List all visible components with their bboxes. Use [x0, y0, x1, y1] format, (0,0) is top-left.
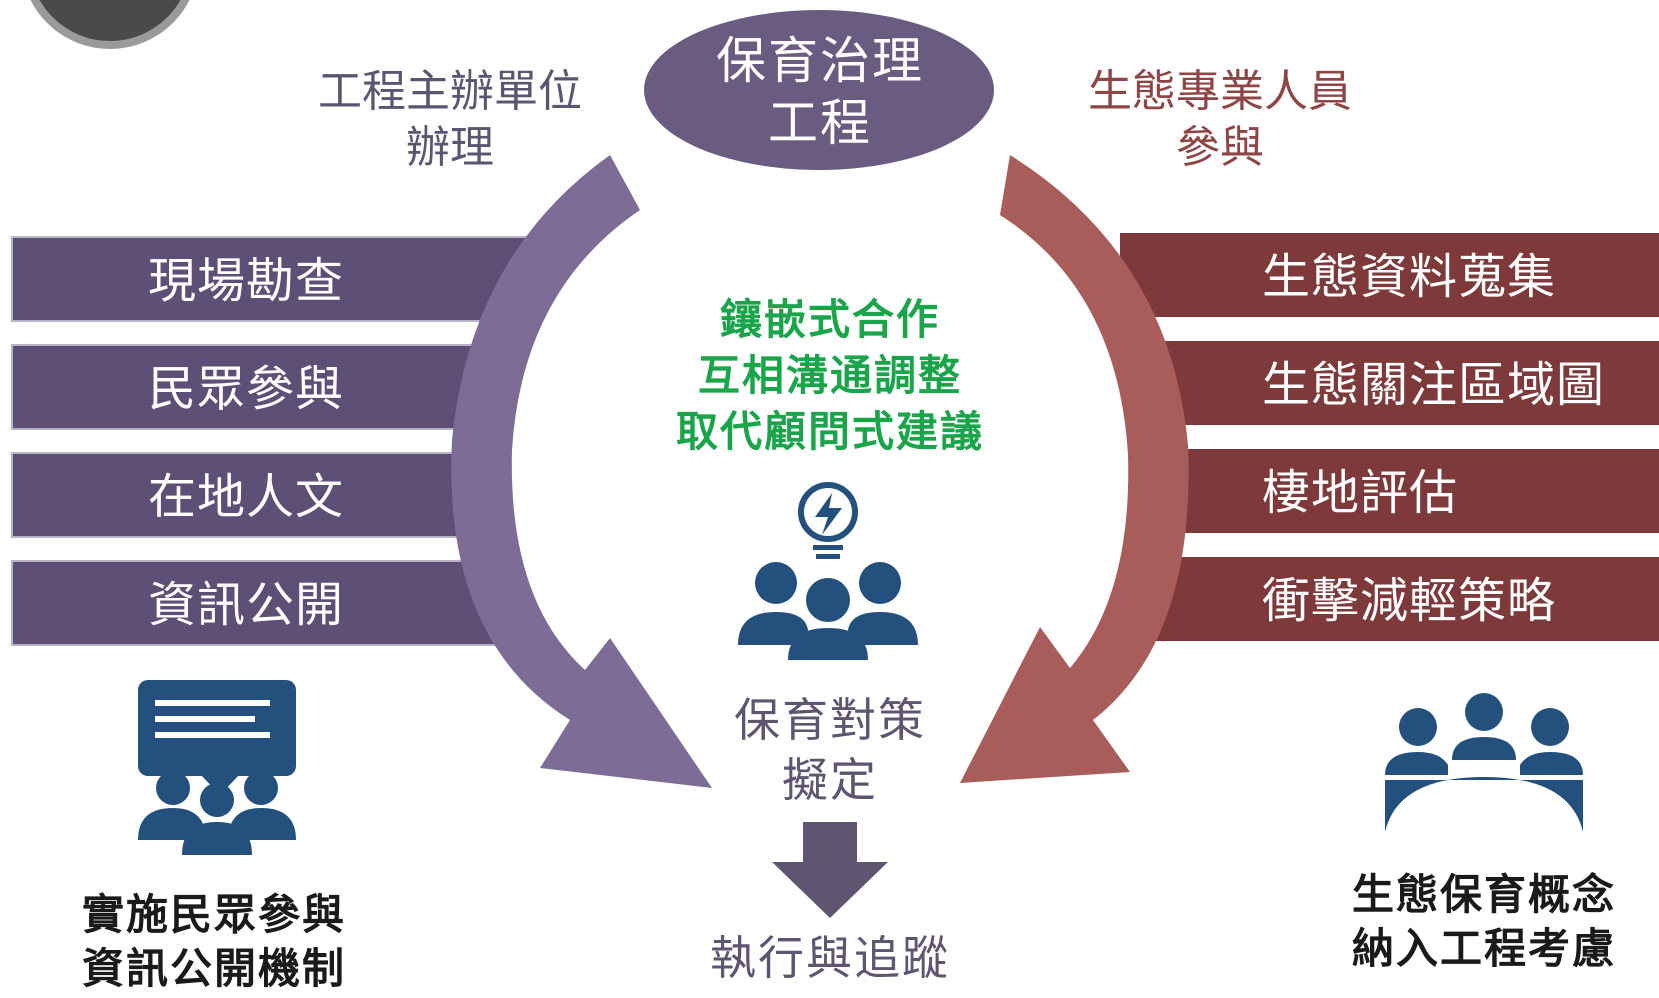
green-line-2: 互相溝通調整 [697, 351, 962, 400]
right-bar-2 [1140, 341, 1659, 425]
right-bar-1 [1120, 233, 1659, 317]
strategy-line1: 保育對策 [734, 693, 926, 747]
left-footer: 實施民眾參與 資訊公開機制 [82, 888, 346, 996]
center-title-line2: 工程 [768, 94, 872, 152]
corner-circle [30, 0, 190, 49]
center-ellipse [644, 10, 994, 170]
left-item-1: 現場勘查 [148, 253, 345, 309]
left-item-3: 在地人文 [148, 469, 345, 525]
right-footer-line2: 納入工程考慮 [1352, 924, 1617, 973]
lightbulb-team-icon [738, 482, 918, 660]
left-bars [11, 236, 533, 646]
strategy-label: 保育對策 擬定 [680, 690, 980, 810]
left-header: 工程主辦單位 辦理 [300, 64, 600, 176]
right-item-1: 生態資料蒐集 [1262, 249, 1557, 305]
left-bar-4 [11, 560, 518, 646]
left-bar-2 [11, 344, 513, 430]
right-curved-arrow [960, 155, 1189, 783]
left-item-4: 資訊公開 [148, 577, 345, 633]
right-header-line1: 生態專業人員 [1088, 66, 1352, 117]
left-footer-line2: 資訊公開機制 [82, 944, 347, 993]
left-item-2: 民眾參與 [148, 361, 345, 417]
left-curved-arrow [451, 155, 712, 788]
right-item-3: 棲地評估 [1262, 465, 1459, 521]
strategy-line2: 擬定 [782, 753, 878, 807]
meeting-table-people-icon [1385, 693, 1583, 832]
collaboration-notes: 鑲嵌式合作 互相溝通調整 取代顧問式建議 [620, 292, 1040, 460]
right-bars [1120, 233, 1659, 641]
left-bar-3 [11, 452, 503, 538]
center-title: 保育治理 工程 [650, 30, 990, 154]
green-line-3: 取代顧問式建議 [675, 407, 984, 456]
right-footer-line1: 生態保育概念 [1352, 870, 1617, 919]
right-item-2: 生態關注區域圖 [1262, 357, 1606, 413]
right-bar-3 [1150, 449, 1659, 533]
green-line-1: 鑲嵌式合作 [719, 295, 940, 344]
speech-bubble-people-icon [138, 680, 296, 855]
left-header-line1: 工程主辦單位 [318, 66, 582, 117]
right-header: 生態專業人員 參與 [1070, 64, 1370, 176]
right-footer: 生態保育概念 納入工程考慮 [1352, 868, 1616, 976]
right-header-line2: 參與 [1176, 122, 1264, 173]
down-arrow [772, 822, 888, 918]
right-item-4: 衝擊減輕策略 [1262, 573, 1557, 629]
left-header-line2: 辦理 [406, 122, 494, 173]
left-bar-1 [11, 236, 533, 322]
right-bar-4 [1130, 557, 1659, 641]
center-title-line1: 保育治理 [716, 32, 924, 90]
left-footer-line1: 實施民眾參與 [82, 890, 347, 939]
execution-label: 執行與追蹤 [710, 931, 950, 985]
